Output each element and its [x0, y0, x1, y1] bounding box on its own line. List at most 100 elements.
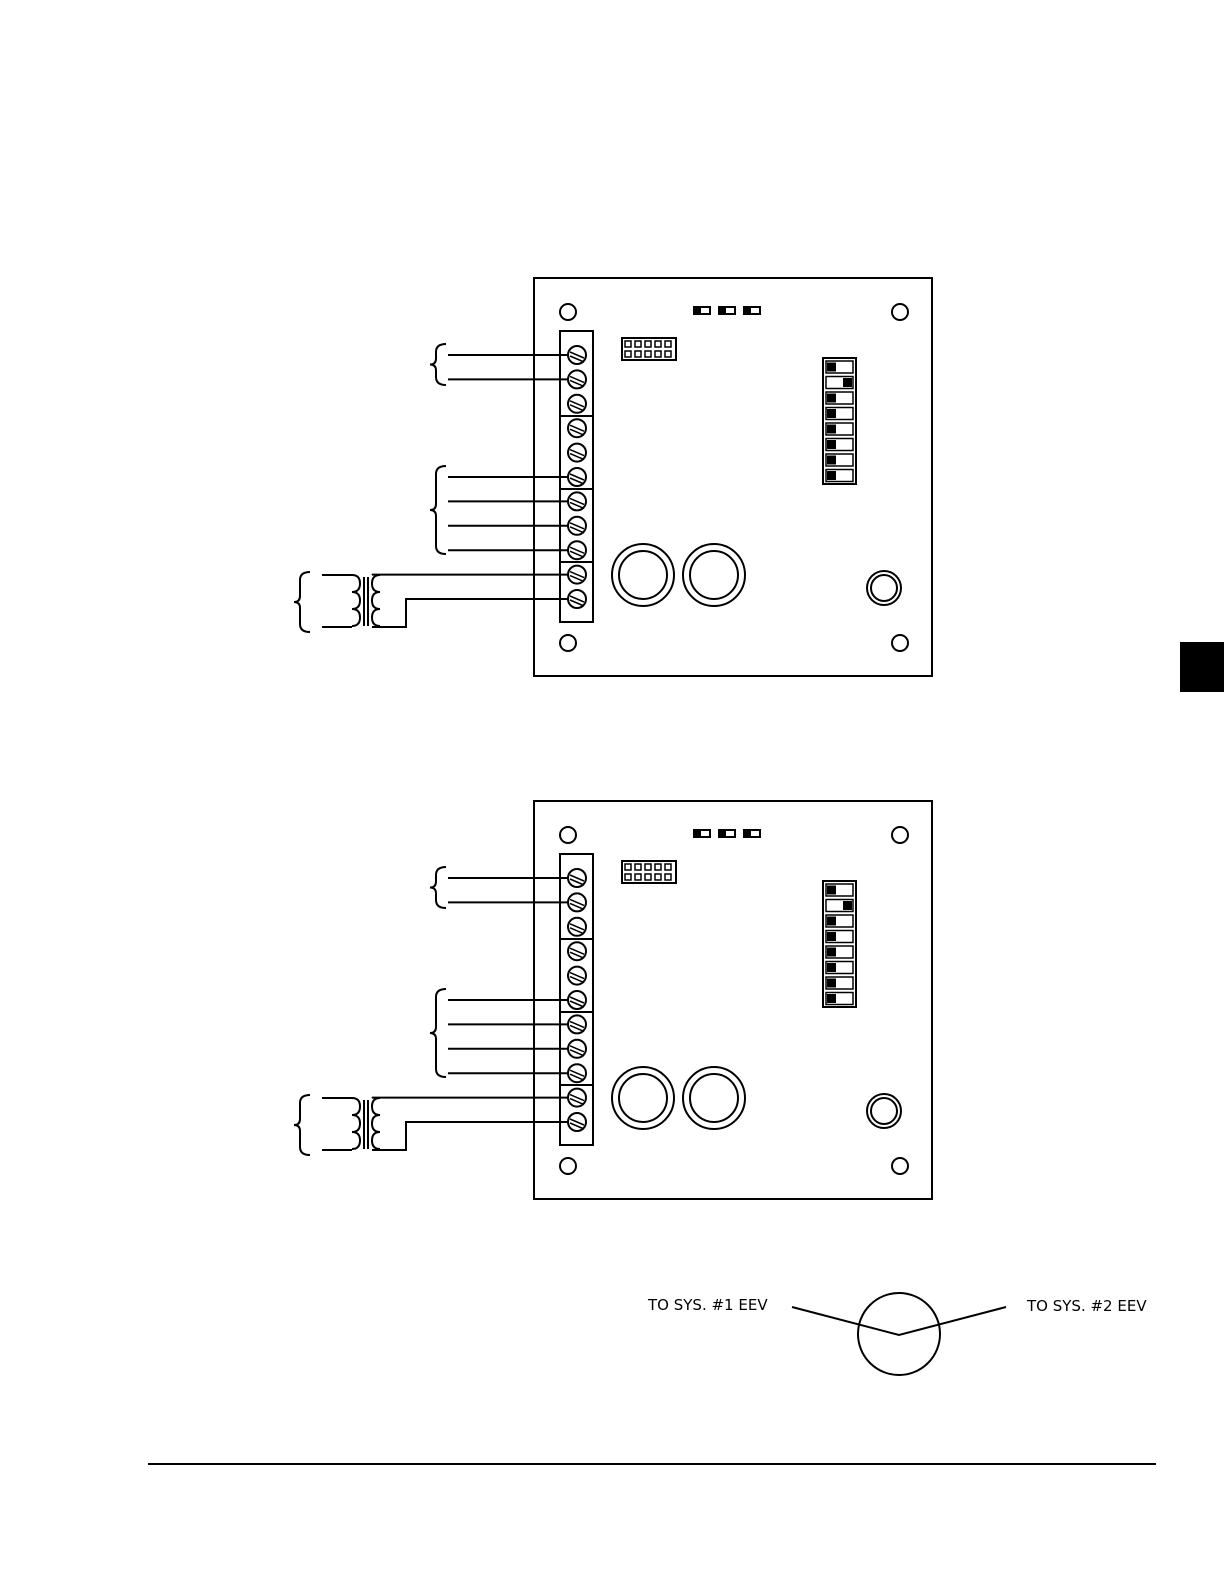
eev-connector: TO SYS. #1 EEV TO SYS. #2 EEV	[647, 1293, 1147, 1375]
header-pin	[625, 864, 631, 870]
round-component-inner	[619, 551, 667, 599]
terminal-screw	[568, 468, 586, 486]
led-indicator	[694, 307, 710, 314]
header-pin	[665, 874, 671, 880]
mounting-hole	[560, 827, 576, 843]
section-tab	[1180, 642, 1224, 692]
header-pin	[655, 341, 661, 347]
header-pin	[635, 874, 641, 880]
header-pin	[645, 341, 651, 347]
terminal-screw	[568, 444, 586, 462]
round-component	[683, 544, 745, 606]
dip-switch-knob	[827, 917, 836, 926]
transformer-wire	[372, 599, 568, 627]
round-component	[612, 1067, 674, 1129]
small-component-inner	[871, 1098, 897, 1124]
mounting-hole	[560, 304, 576, 320]
header-pin	[665, 341, 671, 347]
terminal-screw	[568, 893, 586, 911]
dip-switch-knob	[843, 901, 852, 910]
mounting-hole	[892, 304, 908, 320]
lead-group-brace	[430, 867, 446, 908]
round-component	[612, 544, 674, 606]
terminal-screw	[568, 590, 586, 608]
secondary-coil	[372, 575, 380, 626]
dip-switch-knob	[827, 948, 836, 957]
terminal-screw	[568, 918, 586, 936]
dip-switch-knob	[827, 471, 836, 480]
led-pad	[695, 308, 701, 313]
dip-switch-block	[823, 358, 856, 484]
to-sys1-eev-label: TO SYS. #1 EEV	[647, 1296, 768, 1314]
small-component-outer	[867, 1094, 901, 1128]
round-component-outer	[612, 544, 674, 606]
terminal-screw	[568, 1089, 586, 1107]
header-pin	[635, 864, 641, 870]
header-pin	[645, 874, 651, 880]
dip-switch-knob	[827, 456, 836, 465]
dip-switch-knob	[827, 394, 836, 403]
header-pin	[625, 341, 631, 347]
lead-group-brace	[430, 989, 446, 1077]
terminal-screw	[568, 991, 586, 1009]
transformer	[322, 573, 380, 627]
terminal-screw	[568, 566, 586, 584]
terminal-screw	[568, 370, 586, 388]
primary-coil	[352, 575, 360, 626]
terminal-screw	[568, 1040, 586, 1058]
mounting-hole	[560, 635, 576, 651]
header-pin	[665, 351, 671, 357]
small-component-inner	[871, 575, 897, 601]
control-board	[294, 801, 932, 1199]
round-component-outer	[612, 1067, 674, 1129]
led-indicator	[719, 830, 735, 837]
dip-switch-knob	[843, 378, 852, 387]
pin-header	[622, 861, 676, 883]
control-boards	[294, 278, 932, 1199]
terminal-screw	[568, 517, 586, 535]
lead-group-brace	[294, 572, 310, 632]
led-indicator	[719, 307, 735, 314]
control-board	[294, 278, 932, 676]
terminal-screw	[568, 1064, 586, 1082]
dip-switch-knob	[827, 363, 836, 372]
round-component-inner	[690, 1074, 738, 1122]
dip-switch-knob	[827, 440, 836, 449]
led-pad	[720, 308, 726, 313]
small-component-outer	[867, 571, 901, 605]
eev-leads	[792, 1307, 1006, 1335]
header-pin	[625, 874, 631, 880]
led-indicator	[694, 830, 710, 837]
terminal-screw	[568, 541, 586, 559]
footer-rule	[148, 1463, 1156, 1465]
lead-group-brace	[430, 466, 446, 554]
led-pad	[720, 831, 726, 836]
to-sys2-eev-label: TO SYS. #2 EEV	[1026, 1297, 1147, 1315]
terminal-screw	[568, 1113, 586, 1131]
mounting-hole	[892, 1158, 908, 1174]
header-pin	[655, 351, 661, 357]
terminal-screw	[568, 942, 586, 960]
secondary-coil	[372, 1098, 380, 1149]
led-pad	[695, 831, 701, 836]
dip-switch-block	[823, 881, 856, 1007]
round-component	[683, 1067, 745, 1129]
dip-switch-knob	[827, 963, 836, 972]
led-indicator	[744, 307, 760, 314]
round-component-outer	[683, 544, 745, 606]
header-pin	[655, 864, 661, 870]
dip-switch-knob	[827, 886, 836, 895]
transformer	[322, 1096, 380, 1150]
primary-coil	[352, 1098, 360, 1149]
header-pin	[645, 864, 651, 870]
transformer-wire	[372, 1122, 568, 1150]
header-pin	[655, 874, 661, 880]
lead-group-brace	[294, 1095, 310, 1155]
led-indicator	[744, 830, 760, 837]
terminal-screw	[568, 419, 586, 437]
round-component-inner	[619, 1074, 667, 1122]
dip-switch-knob	[827, 425, 836, 434]
mounting-hole	[892, 827, 908, 843]
led-pad	[745, 831, 751, 836]
